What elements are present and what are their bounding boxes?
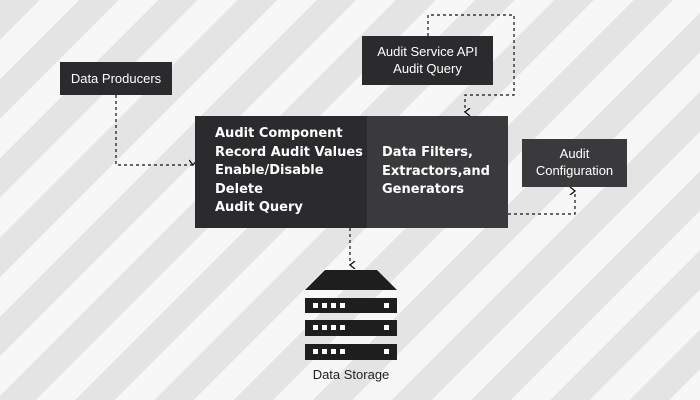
audit-service-api-node: Audit Service API Audit Query bbox=[362, 36, 493, 85]
api-label-1: Audit Service API bbox=[377, 44, 478, 59]
config-label-1: Audit bbox=[559, 146, 590, 161]
database-icon bbox=[305, 270, 397, 360]
audit-configuration-node: Audit Configuration bbox=[522, 139, 627, 187]
filters-line: Generators bbox=[382, 182, 465, 197]
api-label-2: Audit Query bbox=[393, 61, 462, 76]
arrow-api-to-component bbox=[427, 14, 515, 112]
arrow-filters-to-config bbox=[508, 191, 575, 215]
arrow-producers-to-component bbox=[115, 95, 193, 165]
filters-line: Data Filters, bbox=[382, 145, 473, 160]
data-producers-node: Data Producers bbox=[60, 62, 172, 95]
component-line: Audit Query bbox=[215, 200, 303, 215]
data-producers-label: Data Producers bbox=[70, 71, 162, 86]
component-line: Audit Component bbox=[215, 126, 343, 141]
data-filters-node: Data Filters, Extractors,and Generators bbox=[367, 116, 508, 228]
config-label-2: Configuration bbox=[535, 163, 614, 178]
component-line: Record Audit Values bbox=[215, 144, 363, 160]
component-line: Delete bbox=[215, 181, 263, 197]
audit-component-node: Audit Component Record Audit Values Enab… bbox=[195, 116, 367, 228]
filters-line: Extractors,and bbox=[382, 163, 490, 179]
data-storage-label: Data Storage bbox=[312, 367, 390, 382]
component-line: Enable/Disable bbox=[215, 163, 324, 178]
